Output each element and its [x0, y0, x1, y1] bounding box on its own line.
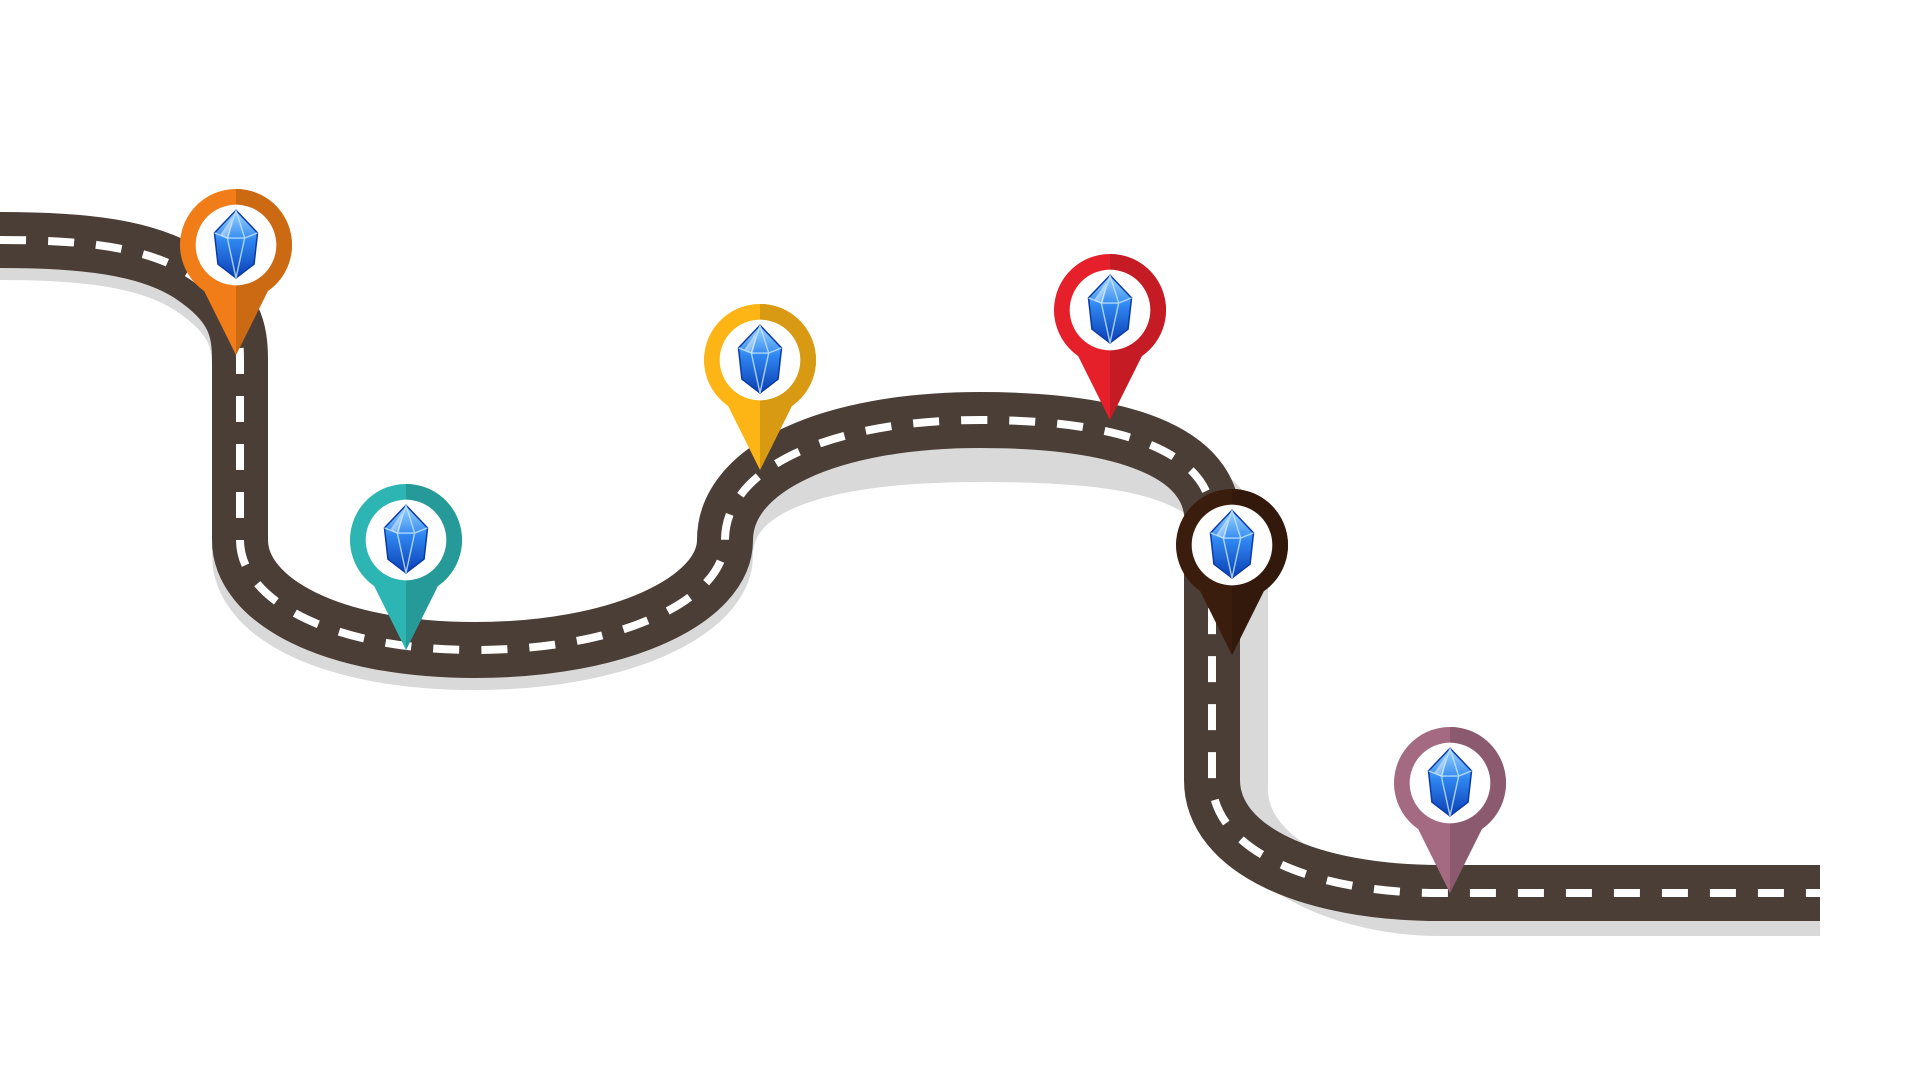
blue-gem-icon [213, 209, 259, 279]
map-pin-1 [180, 189, 293, 355]
blue-gem-icon [1209, 509, 1255, 579]
blue-gem-icon [737, 324, 783, 394]
map-pin-2 [350, 483, 462, 650]
blue-gem-icon [1427, 747, 1473, 817]
map-pin-3 [703, 304, 816, 470]
map-pin-5 [1175, 489, 1289, 655]
map-pin-6 [1394, 727, 1507, 893]
road [0, 212, 1820, 921]
milestone-pins [180, 189, 1507, 893]
blue-gem-icon [1087, 274, 1133, 344]
map-pin-4 [1054, 254, 1167, 420]
blue-gem-icon [383, 504, 429, 574]
